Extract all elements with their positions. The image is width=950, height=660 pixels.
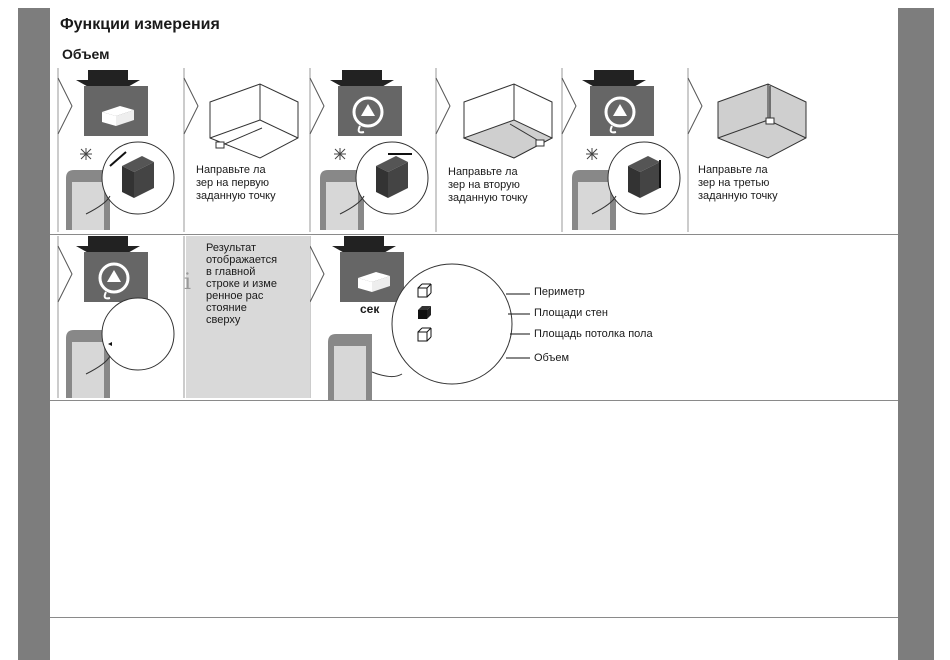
info-text: Результат отображается в главной строке … xyxy=(206,242,277,326)
device-illustration xyxy=(60,140,180,230)
step-instruction-1: Направьте ла зер на первую заданную точк… xyxy=(196,164,276,203)
result-label-wall-area: Площади стен xyxy=(534,307,608,319)
result-label-volume: Объем xyxy=(534,352,569,364)
row-divider xyxy=(50,617,898,618)
result-label-perimeter: Периметр xyxy=(534,286,585,298)
laser-star-icon xyxy=(80,148,92,160)
room-diagram-3 xyxy=(708,80,818,160)
step-instruction-2: Направьте ла зер на вторую заданную точк… xyxy=(448,166,528,205)
step-instruction-3: Направьте ла зер на третью заданную точк… xyxy=(698,164,778,203)
room-diagram-2 xyxy=(454,80,564,160)
room-diagram-1 xyxy=(200,80,310,160)
device-illustration xyxy=(566,140,686,230)
result-display xyxy=(322,262,542,402)
info-note: i Результат отображается в главной строк… xyxy=(186,236,310,398)
device-illustration xyxy=(314,140,434,230)
info-icon: i xyxy=(184,270,191,295)
result-label-ceiling-floor-area: Площадь потолка пола xyxy=(534,328,653,340)
device-illustration xyxy=(60,298,180,398)
